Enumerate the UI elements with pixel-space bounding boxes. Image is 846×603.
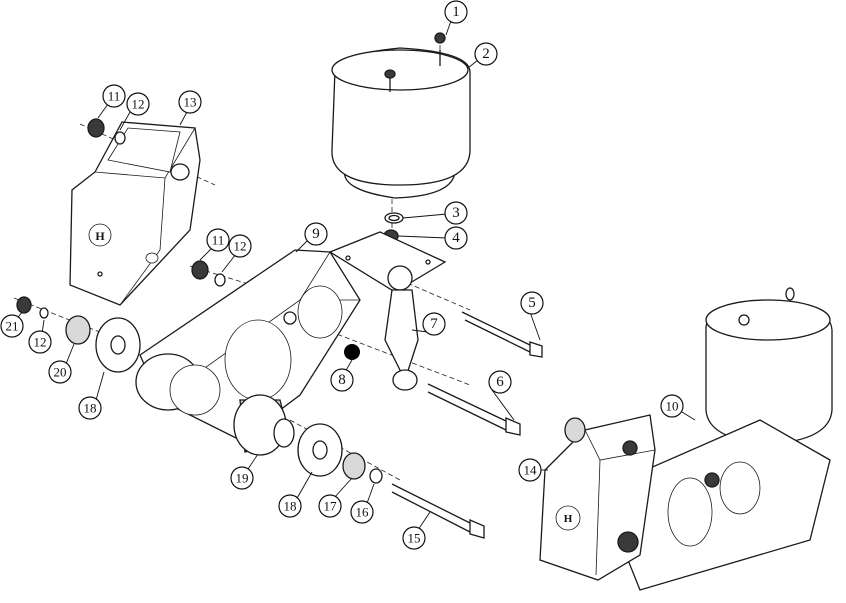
- callout-1: 1: [444, 0, 468, 24]
- spacer: [344, 344, 360, 360]
- svg-text:18: 18: [284, 499, 297, 514]
- callout-10: 10: [660, 394, 684, 418]
- svg-text:10: 10: [666, 399, 679, 414]
- callout-14: 14: [518, 458, 542, 482]
- callout-21: 21: [0, 314, 24, 338]
- callout-7: 7: [422, 312, 446, 336]
- washers-right: [297, 423, 383, 484]
- callout-2: 2: [474, 42, 498, 66]
- svg-text:5: 5: [528, 295, 536, 311]
- callout-11a: 11: [102, 84, 126, 108]
- bolt-upper: [461, 311, 543, 358]
- svg-text:20: 20: [54, 365, 67, 380]
- callout-6: 6: [488, 370, 512, 394]
- callout-4: 4: [444, 226, 468, 250]
- hanger-logo-text-right: H: [564, 513, 573, 525]
- svg-text:18: 18: [84, 401, 97, 416]
- hanger-logo-text: H: [95, 229, 105, 243]
- assembled-suspension-right: [539, 287, 833, 591]
- bushing: [233, 394, 295, 456]
- svg-text:19: 19: [236, 471, 249, 486]
- leader-lines: [15, 17, 696, 531]
- svg-text:17: 17: [324, 499, 338, 514]
- callout-19: 19: [230, 466, 254, 490]
- svg-text:8: 8: [338, 372, 346, 388]
- svg-text:15: 15: [408, 531, 421, 546]
- svg-text:7: 7: [430, 316, 438, 332]
- callout-9: 9: [304, 222, 328, 246]
- bolt-pivot: [391, 483, 485, 539]
- svg-text:2: 2: [482, 46, 490, 62]
- callout-17: 17: [318, 494, 342, 518]
- callout-18a: 18: [78, 396, 102, 420]
- svg-text:16: 16: [356, 505, 370, 520]
- svg-text:12: 12: [132, 97, 145, 112]
- svg-text:1: 1: [452, 4, 460, 20]
- callout-12c: 12: [28, 330, 52, 354]
- svg-text:3: 3: [452, 205, 460, 221]
- svg-text:9: 9: [312, 226, 320, 242]
- svg-text:4: 4: [452, 230, 460, 246]
- shock-absorber: [384, 265, 419, 391]
- callout-12b: 12: [228, 234, 252, 258]
- callout-5: 5: [520, 291, 544, 315]
- svg-text:12: 12: [34, 335, 47, 350]
- svg-text:11: 11: [212, 233, 225, 248]
- svg-text:14: 14: [524, 463, 538, 478]
- svg-text:12: 12: [234, 239, 247, 254]
- svg-text:6: 6: [496, 374, 504, 390]
- svg-text:13: 13: [184, 95, 197, 110]
- bolt-lower: [427, 383, 521, 436]
- callout-16: 16: [350, 500, 374, 524]
- nut-and-washer-left: [16, 118, 226, 373]
- hanger-bracket-left: [69, 121, 201, 306]
- callout-15: 15: [402, 526, 426, 550]
- callout-18b: 18: [278, 494, 302, 518]
- callouts: 1 2 3 4 5 6 7 8 9 10 11 11 12 12 12 13 1…: [0, 0, 684, 550]
- callout-3: 3: [444, 201, 468, 225]
- callout-13: 13: [178, 90, 202, 114]
- trailing-arm: [135, 231, 447, 441]
- callout-11b: 11: [206, 228, 230, 252]
- callout-8: 8: [330, 368, 354, 392]
- callout-12a: 12: [126, 92, 150, 116]
- air-spring-upper: [331, 32, 471, 199]
- svg-text:21: 21: [6, 319, 19, 334]
- svg-text:11: 11: [108, 89, 121, 104]
- callout-20: 20: [48, 360, 72, 384]
